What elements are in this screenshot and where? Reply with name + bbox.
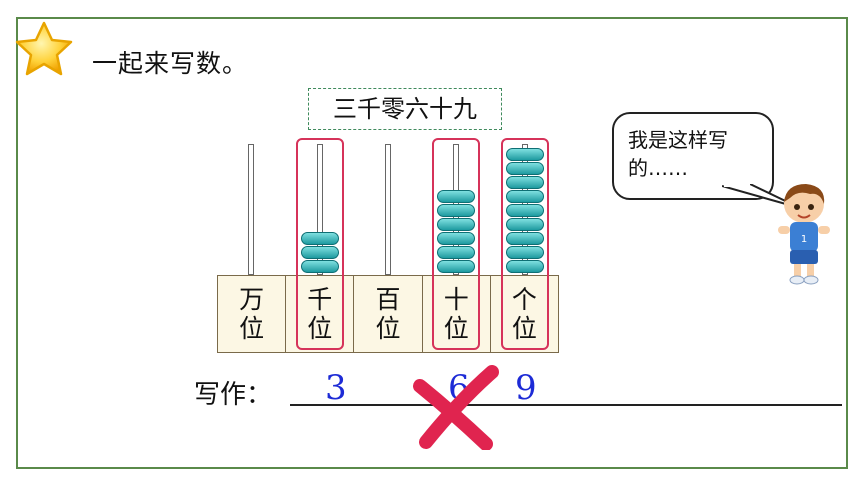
bead <box>505 246 544 259</box>
bead <box>437 260 476 273</box>
place-label: 百位 <box>375 285 401 343</box>
bead <box>300 260 339 273</box>
wrong-cross-icon <box>413 365 499 450</box>
place-label: 万位 <box>239 285 265 343</box>
place-cell-4: 个位 <box>491 276 558 352</box>
prompt-text: 一起来写数。 <box>92 49 249 78</box>
bead <box>505 218 544 231</box>
bead <box>505 232 544 245</box>
bead <box>505 148 544 161</box>
bead <box>505 190 544 203</box>
place-cell-0: 万位 <box>218 276 287 352</box>
bead <box>505 204 544 217</box>
bead <box>300 232 339 245</box>
number-words-box: 三千零六十九 <box>308 88 502 130</box>
slide-frame <box>16 17 848 469</box>
boy-cartoon-icon: 1 <box>778 184 830 285</box>
place-label: 个位 <box>511 285 537 343</box>
bead <box>437 246 476 259</box>
write-label: 写作： <box>194 380 273 410</box>
place-cell-3: 十位 <box>423 276 491 352</box>
place-label: 千位 <box>307 285 333 343</box>
bead <box>437 218 476 231</box>
bead <box>300 246 339 259</box>
bead <box>437 204 476 217</box>
bead <box>505 162 544 175</box>
bead <box>437 190 476 203</box>
svg-text:1: 1 <box>801 234 807 245</box>
bead <box>505 176 544 189</box>
place-label: 十位 <box>443 285 469 343</box>
abacus-base: 万位千位百位十位个位 <box>217 275 559 353</box>
answer-digit-ones: 9 <box>515 368 537 408</box>
bead <box>437 232 476 245</box>
place-cell-2: 百位 <box>354 276 423 352</box>
answer-line <box>290 404 842 406</box>
bead <box>505 260 544 273</box>
place-cell-1: 千位 <box>286 276 355 352</box>
answer-digit-thousands: 3 <box>325 368 347 408</box>
star-icon <box>15 21 73 76</box>
